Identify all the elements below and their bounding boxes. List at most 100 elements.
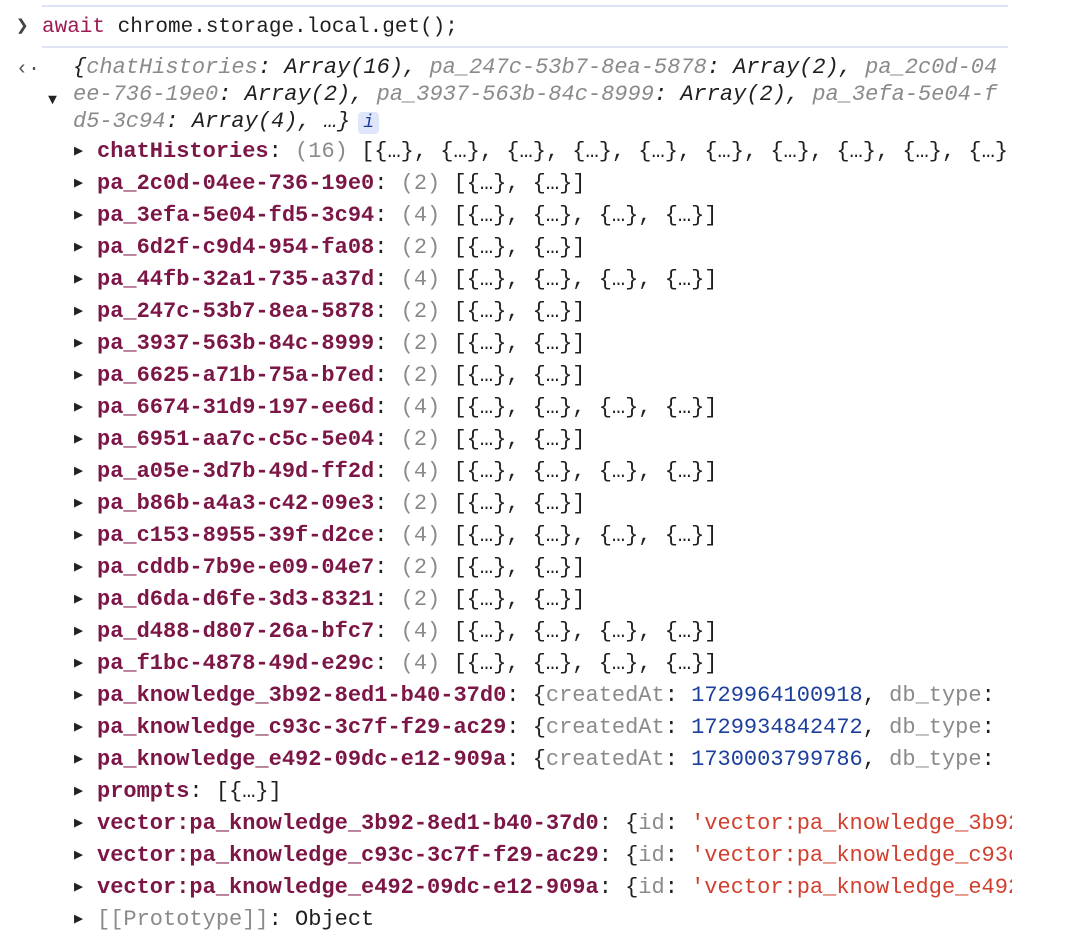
object-properties: ▶chatHistories: (16) [{…}, {…}, {…}, {…}…	[74, 136, 1012, 936]
expand-triangle-icon[interactable]: ▶	[74, 687, 84, 704]
property-key: pa_knowledge_c93c-3c7f-f29-ac29	[97, 715, 507, 740]
summary-value: Array(16)	[284, 55, 404, 80]
property-row[interactable]: ▶pa_2c0d-04ee-736-19e0: (2) [{…}, {…}]	[74, 168, 1012, 200]
expand-triangle-icon[interactable]: ▶	[74, 271, 84, 288]
property-row[interactable]: ▶pa_c153-8955-39f-d2ce: (4) [{…}, {…}, {…	[74, 520, 1012, 552]
property-row[interactable]: ▶vector:pa_knowledge_e492-09dc-e12-909a:…	[74, 872, 1012, 904]
property-key: pa_d488-d807-26a-bfc7	[97, 619, 375, 644]
expand-triangle-icon[interactable]: ▶	[74, 655, 84, 672]
property-key: pa_f1bc-4878-49d-e29c	[97, 651, 375, 676]
property-row[interactable]: ▶vector:pa_knowledge_3b92-8ed1-b40-37d0:…	[74, 808, 1012, 840]
property-key: pa_6674-31d9-197-ee6d	[97, 395, 375, 420]
property-row[interactable]: ▶chatHistories: (16) [{…}, {…}, {…}, {…}…	[74, 136, 1012, 168]
summary-ellipsis: …}	[323, 109, 351, 134]
expand-triangle-icon[interactable]: ▶	[74, 527, 84, 544]
array-preview: [{…}, {…}]	[453, 491, 586, 516]
array-preview: [{…}, {…}]	[453, 235, 586, 260]
expand-triangle-icon[interactable]: ▶	[74, 175, 84, 192]
info-badge[interactable]: i	[358, 112, 380, 134]
expand-triangle-icon[interactable]: ▶	[74, 623, 84, 640]
expand-triangle-icon[interactable]: ▶	[74, 207, 84, 224]
property-row[interactable]: ▶pa_6951-aa7c-c5c-5e04: (2) [{…}, {…}]	[74, 424, 1012, 456]
property-row[interactable]: ▶pa_3efa-5e04-fd5-3c94: (4) [{…}, {…}, {…	[74, 200, 1012, 232]
expand-triangle-icon[interactable]: ▶	[74, 367, 84, 384]
array-preview: [{…}, {…}, {…}, {…}]	[453, 395, 718, 420]
property-row[interactable]: ▶pa_6674-31d9-197-ee6d: (4) [{…}, {…}, {…	[74, 392, 1012, 424]
expand-triangle-icon[interactable]: ▶	[74, 911, 84, 928]
property-row[interactable]: ▶pa_knowledge_e492-09dc-e12-909a: {creat…	[74, 744, 1012, 776]
array-count: (2)	[400, 427, 441, 452]
array-preview: [{…}, {…}]	[453, 427, 586, 452]
property-key: pa_3efa-5e04-fd5-3c94	[97, 203, 375, 228]
value-preview: [{…}]	[215, 779, 282, 804]
array-count: (2)	[400, 363, 441, 388]
summary-key: pa_247c-53b7-8ea-5878	[429, 55, 707, 80]
expand-triangle-icon[interactable]: ▶	[74, 303, 84, 320]
property-key: pa_6951-aa7c-c5c-5e04	[97, 427, 375, 452]
summary-key: pa_3937-563b-84c-8999	[376, 82, 654, 107]
expand-triangle-icon[interactable]: ▶	[74, 751, 84, 768]
property-row[interactable]: ▶pa_b86b-a4a3-c42-09e3: (2) [{…}, {…}]	[74, 488, 1012, 520]
property-key: pa_3937-563b-84c-8999	[97, 331, 375, 356]
summary-value: Array(2)	[733, 55, 839, 80]
preview-key: db_type	[889, 683, 982, 708]
expand-triangle-icon[interactable]: ▶	[74, 879, 84, 896]
property-key: pa_knowledge_e492-09dc-e12-909a	[97, 747, 507, 772]
property-row[interactable]: ▶pa_6d2f-c9d4-954-fa08: (2) [{…}, {…}]	[74, 232, 1012, 264]
property-row[interactable]: ▶pa_f1bc-4878-49d-e29c: (4) [{…}, {…}, {…	[74, 648, 1012, 680]
property-key: pa_2c0d-04ee-736-19e0	[97, 171, 375, 196]
property-row[interactable]: ▶pa_a05e-3d7b-49d-ff2d: (4) [{…}, {…}, {…	[74, 456, 1012, 488]
result-summary[interactable]: {chatHistories: Array(16), pa_247c-53b7-…	[73, 55, 998, 134]
property-key: pa_cddb-7b9e-e09-04e7	[97, 555, 375, 580]
prompt-chevron-icon: ❯	[16, 16, 29, 39]
property-key: chatHistories	[97, 139, 269, 164]
property-row[interactable]: ▶pa_6625-a71b-75a-b7ed: (2) [{…}, {…}]	[74, 360, 1012, 392]
expand-triangle-icon[interactable]: ▶	[74, 431, 84, 448]
summary-value: Array(2)	[680, 82, 786, 107]
summary-value: Array(2)	[244, 82, 351, 107]
property-row[interactable]: ▶pa_cddb-7b9e-e09-04e7: (2) [{…}, {…}]	[74, 552, 1012, 584]
property-key: pa_6d2f-c9d4-954-fa08	[97, 235, 375, 260]
property-row[interactable]: ▶pa_3937-563b-84c-8999: (2) [{…}, {…}]	[74, 328, 1012, 360]
array-preview: [{…}, {…}, {…}, {…}, {…}, {…}, {…}, {…},…	[361, 139, 1008, 164]
array-count: (2)	[400, 491, 441, 516]
expand-triangle-icon[interactable]: ▶	[74, 591, 84, 608]
expand-triangle-icon[interactable]: ▶	[74, 463, 84, 480]
property-row[interactable]: ▶pa_d488-d807-26a-bfc7: (4) [{…}, {…}, {…	[74, 616, 1012, 648]
expand-triangle-icon[interactable]: ▶	[74, 239, 84, 256]
property-key: pa_b86b-a4a3-c42-09e3	[97, 491, 375, 516]
array-count: (16)	[295, 139, 348, 164]
property-row[interactable]: ▶prompts: [{…}]	[74, 776, 1012, 808]
array-count: (2)	[400, 331, 441, 356]
prototype-value: Object	[295, 907, 375, 932]
property-key: pa_44fb-32a1-735-a37d	[97, 267, 375, 292]
expand-triangle-icon[interactable]: ▶	[74, 783, 84, 800]
preview-key: id	[638, 811, 665, 836]
property-row[interactable]: ▶pa_44fb-32a1-735-a37d: (4) [{…}, {…}, {…	[74, 264, 1012, 296]
property-key: pa_6625-a71b-75a-b7ed	[97, 363, 375, 388]
property-key: prompts	[97, 779, 190, 804]
property-row[interactable]: ▶pa_d6da-d6fe-3d3-8321: (2) [{…}, {…}]	[74, 584, 1012, 616]
prototype-row[interactable]: ▶[[Prototype]]: Object	[74, 904, 1012, 936]
array-count: (2)	[400, 171, 441, 196]
preview-key: id	[638, 875, 665, 900]
property-row[interactable]: ▶pa_knowledge_3b92-8ed1-b40-37d0: {creat…	[74, 680, 1012, 712]
expand-triangle-icon[interactable]: ▶	[74, 143, 84, 160]
property-row[interactable]: ▶pa_knowledge_c93c-3c7f-f29-ac29: {creat…	[74, 712, 1012, 744]
property-row[interactable]: ▶vector:pa_knowledge_c93c-3c7f-f29-ac29:…	[74, 840, 1012, 872]
array-count: (4)	[400, 267, 441, 292]
expand-triangle-icon[interactable]: ▶	[74, 559, 84, 576]
array-preview: [{…}, {…}]	[453, 299, 586, 324]
expand-triangle-icon[interactable]: ▶	[74, 495, 84, 512]
property-row[interactable]: ▶pa_247c-53b7-8ea-5878: (2) [{…}, {…}]	[74, 296, 1012, 328]
collapse-triangle-icon[interactable]: ▼	[48, 92, 58, 109]
preview-key: createdAt	[545, 715, 665, 740]
expand-triangle-icon[interactable]: ▶	[74, 815, 84, 832]
expand-triangle-icon[interactable]: ▶	[74, 719, 84, 736]
expand-triangle-icon[interactable]: ▶	[74, 335, 84, 352]
preview-value: 1729934842472	[691, 715, 863, 740]
expand-triangle-icon[interactable]: ▶	[74, 399, 84, 416]
expand-triangle-icon[interactable]: ▶	[74, 847, 84, 864]
preview-value: 'vector:pa_knowledge_e492	[691, 875, 1012, 900]
array-count: (4)	[400, 651, 441, 676]
